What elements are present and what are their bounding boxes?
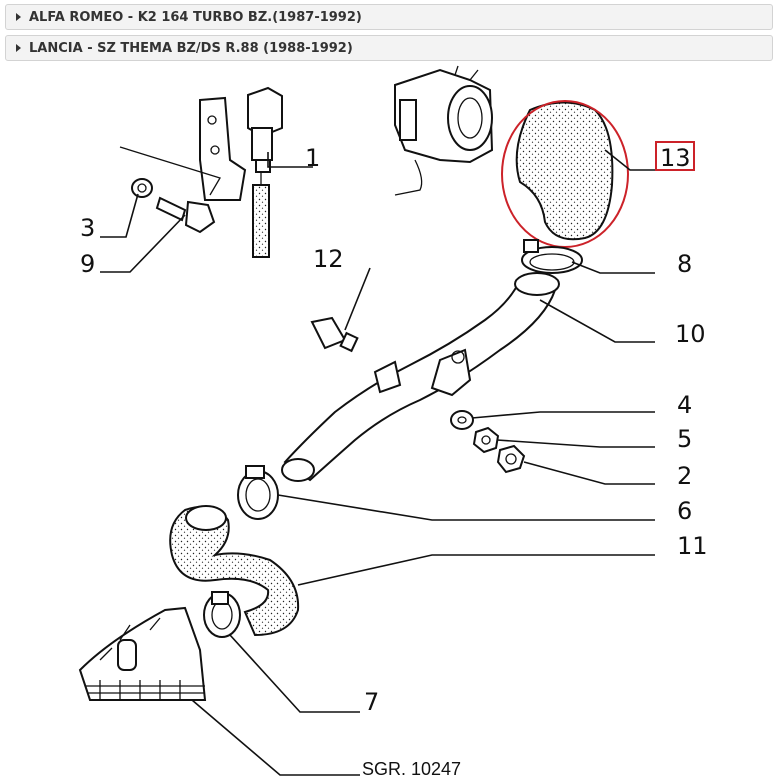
- accordion-item-label: ALFA ROMEO - K2 164 TURBO BZ.(1987-1992): [29, 9, 362, 25]
- charge-pipe-10: [283, 278, 557, 482]
- callout-10: 10: [675, 320, 706, 348]
- accordion-item-label: LANCIA - SZ THEMA BZ/DS R.88 (1988-1992): [29, 40, 353, 56]
- bolt-9: [155, 196, 216, 234]
- callout-6: 6: [677, 497, 692, 525]
- intake-hose-13: [515, 101, 614, 241]
- diagram-reference: SGR. 10247: [362, 759, 461, 779]
- parts-diagram: 1 3 9 12 13 8 10 4 5 2 6 11 7 SGR. 10247: [78, 65, 708, 779]
- callout-8: 8: [677, 250, 692, 278]
- sensor-bracket-part: [199, 86, 283, 258]
- temp-sensor-12: [310, 316, 359, 353]
- callout-3: 3: [80, 214, 95, 242]
- caret-right-icon: [16, 44, 21, 52]
- callout-1: 1: [305, 144, 320, 172]
- callout-13[interactable]: 13: [660, 144, 691, 172]
- callout-9: 9: [80, 250, 95, 278]
- throttle-body-part: [394, 65, 494, 196]
- nut-2: [496, 444, 526, 474]
- callout-2: 2: [677, 462, 692, 490]
- callout-11: 11: [677, 532, 708, 560]
- hose-clamp-6: [237, 465, 279, 520]
- intake-hose-11: [169, 505, 300, 637]
- highlight-ellipse: [501, 100, 629, 248]
- nut-5: [472, 426, 500, 454]
- washer-3: [131, 178, 153, 198]
- caret-right-icon: [16, 13, 21, 21]
- callout-5: 5: [677, 425, 692, 453]
- callout-12: 12: [313, 245, 344, 273]
- washer-4: [450, 410, 474, 430]
- callout-7: 7: [364, 688, 379, 716]
- accordion-item-alfa-romeo[interactable]: ALFA ROMEO - K2 164 TURBO BZ.(1987-1992): [5, 4, 773, 30]
- highlight-box: [655, 141, 695, 171]
- hose-clamp-7: [203, 591, 241, 638]
- accordion-item-lancia[interactable]: LANCIA - SZ THEMA BZ/DS R.88 (1988-1992): [5, 35, 773, 61]
- hose-clamp-8: [521, 239, 583, 274]
- intercooler-part: [78, 606, 207, 701]
- callout-4: 4: [677, 391, 692, 419]
